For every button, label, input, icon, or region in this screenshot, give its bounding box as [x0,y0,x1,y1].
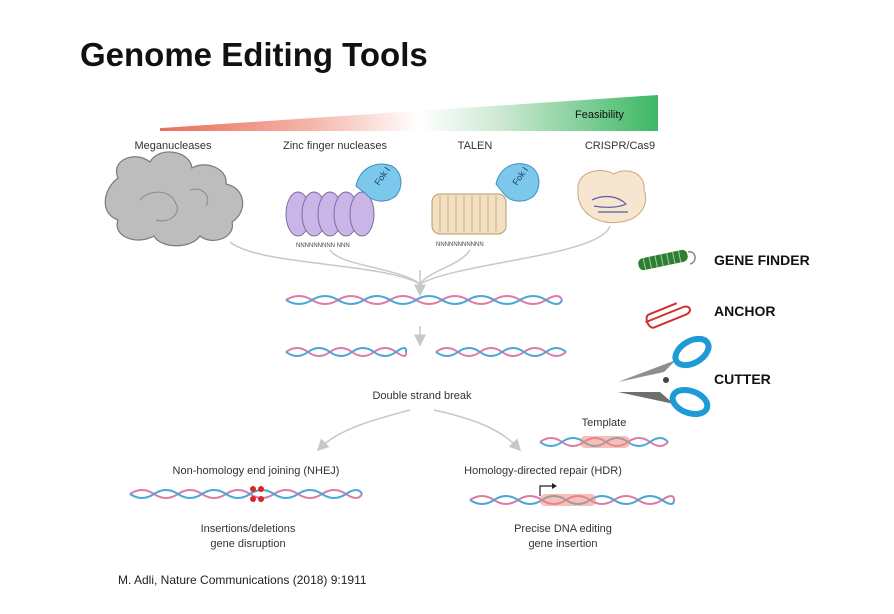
template-label: Template [582,417,627,429]
dna-template [539,436,669,448]
tool-label-meganucleases: Meganucleases [134,140,212,152]
talen-protein-icon [431,163,540,235]
paperclip-icon [645,302,691,329]
dna-broken [285,347,567,357]
spring-icon [638,249,696,271]
hdr-outcome-line1: Precise DNA editing [514,523,612,535]
double-strand-break-label: Double strand break [372,390,472,402]
diverging-arrows [316,409,522,452]
hdr-outcome-line2: gene insertion [528,538,597,550]
crispr-cas9-icon [577,170,647,224]
talen-target-seq: NNNNNNNNNNN [436,242,484,248]
dna-intact [285,295,563,305]
citation: M. Adli, Nature Communications (2018) 9:… [118,573,367,587]
tool-label-talen: TALEN [457,140,493,152]
promoter-arrowhead-icon [552,483,557,489]
zinc-finger-nuclease-icon [285,163,402,237]
dna-nhej [129,489,363,499]
page-title: Genome Editing Tools [80,36,428,73]
hdr-title: Homology-directed repair (HDR) [464,465,622,477]
tool-label-crispr: CRISPR/Cas9 [584,140,656,152]
zfn-target-seq: NNNNNNNNN NNN [296,243,350,249]
meganuclease-protein-icon [104,151,244,247]
promoter-arrow-icon [539,485,552,496]
legend-label-cutter: CUTTER [714,371,771,387]
tool-label-zinc-finger: Zinc finger nucleases [283,140,387,152]
converging-arrows [229,225,611,297]
legend-label-anchor: ANCHOR [714,303,776,319]
nhej-outcome-line2: gene disruption [210,538,285,550]
legend-label-gene-finder: GENE FINDER [714,252,810,268]
scissors-icon [618,335,712,418]
nhej-outcome-line1: Insertions/deletions [201,523,296,535]
nhej-title: Non-homology end joining (NHEJ) [173,465,340,477]
feasibility-label: Feasibility [575,109,624,121]
dna-hdr [469,494,675,506]
indel-mark [250,486,264,502]
